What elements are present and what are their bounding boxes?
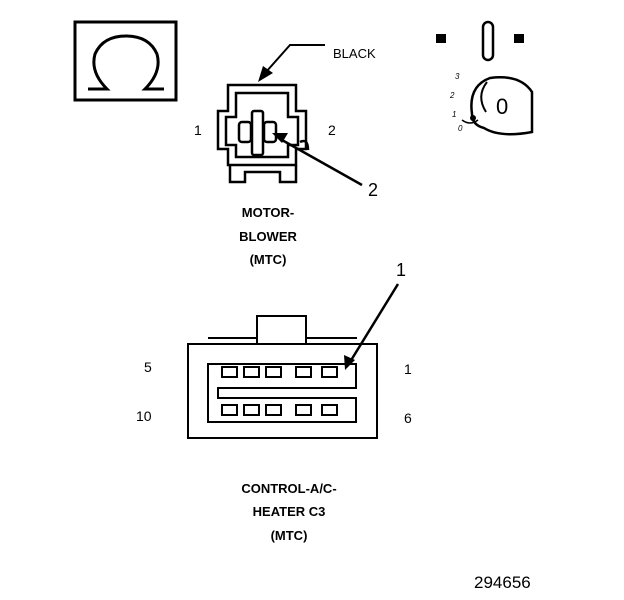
wire-color-label: BLACK [333, 46, 376, 61]
control-name-line-2: HEATER C3 [252, 504, 326, 519]
control-pin-6-label: 6 [404, 410, 412, 426]
ohm-icon [73, 20, 178, 102]
callout-1-label: 1 [396, 260, 407, 280]
ignition-position-3: 3 [455, 72, 460, 81]
figure-id: 294656 [474, 573, 531, 592]
control-connector [187, 315, 378, 439]
ignition-position-0: 0 [458, 124, 463, 133]
callout-2-label: 2 [368, 180, 379, 200]
blower-name-line-1: MOTOR- [241, 205, 295, 220]
wire-color-leader [258, 44, 325, 82]
blower-pin-2-label: 2 [328, 122, 336, 138]
control-pin-5-label: 5 [144, 359, 152, 375]
ignition-key-icon [436, 20, 534, 136]
ignition-position-2: 2 [450, 91, 455, 100]
ignition-position-1: 1 [452, 110, 457, 119]
control-name-line-3: (MTC) [270, 528, 308, 543]
blower-name-line-2: BLOWER [239, 229, 297, 244]
control-name-line-1: CONTROL-A/C- [241, 481, 337, 496]
blower-name-line-3: (MTC) [249, 252, 287, 267]
control-pin-1-label: 1 [404, 361, 412, 377]
callout-2-arrow [272, 133, 363, 187]
blower-pin-1-label: 1 [194, 122, 202, 138]
blower-connector [216, 83, 310, 184]
ignition-key-label: 0 [496, 94, 509, 119]
callout-1-arrow [344, 283, 400, 370]
control-pin-10-label: 10 [136, 408, 152, 424]
